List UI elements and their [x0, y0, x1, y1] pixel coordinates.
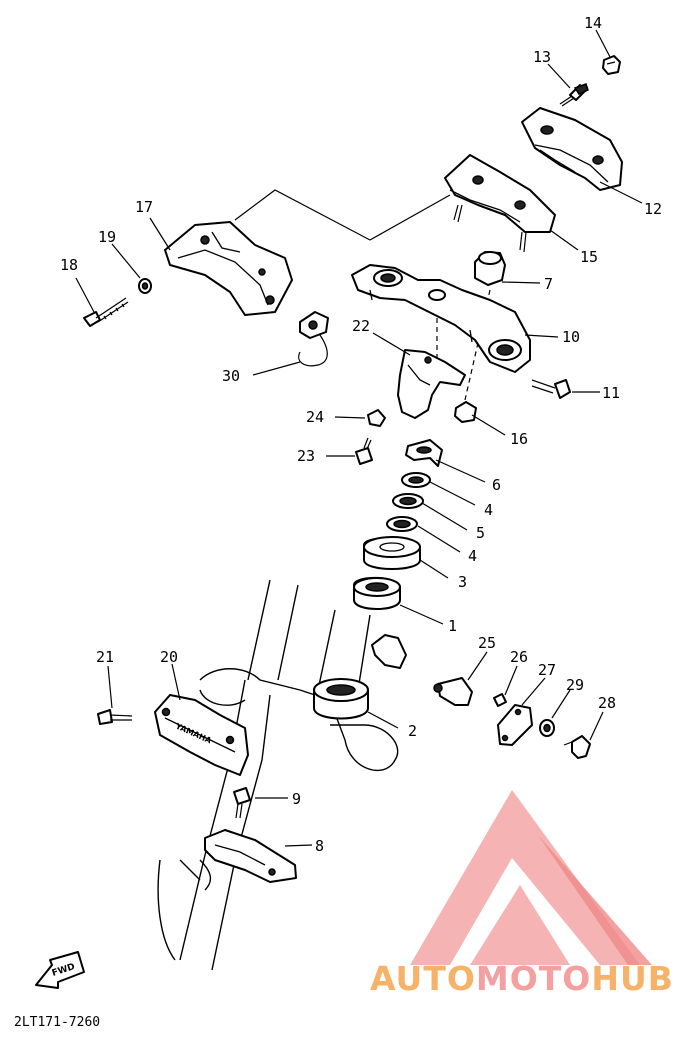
part-21-bolt	[97, 709, 133, 725]
callout-24: 24	[306, 408, 324, 426]
callout-9: 9	[292, 790, 301, 808]
part-11-bolt	[531, 379, 571, 399]
watermark-logo: AUTOMOTOHUB	[370, 790, 674, 998]
part-28-rivet	[563, 735, 591, 759]
callout-18: 18	[60, 256, 78, 274]
part-24-nut	[367, 409, 386, 427]
part-26-spring	[493, 693, 507, 707]
callout-30: 30	[222, 367, 240, 385]
part-25-steering-lock	[371, 634, 473, 706]
callout-7: 7	[544, 275, 553, 293]
callout-10: 10	[562, 328, 580, 346]
part-18-bolt	[83, 297, 129, 327]
callout-17: 17	[135, 198, 153, 216]
part-16-nut	[454, 401, 477, 423]
callout-21: 21	[96, 648, 114, 666]
part-12-handlebar-holder	[521, 107, 623, 191]
callout-13: 13	[533, 48, 551, 66]
part-14-cap-nut	[602, 55, 621, 75]
part-22-lamp-bracket	[397, 349, 466, 419]
part-5-washer	[392, 493, 424, 509]
part-4-ring-nut-lower	[386, 516, 418, 532]
callout-2: 2	[408, 722, 417, 740]
part-3-ball-race-cover	[363, 536, 421, 570]
callout-12: 12	[644, 200, 662, 218]
callout-6: 6	[492, 476, 501, 494]
callout-25: 25	[478, 634, 496, 652]
callout-16: 16	[510, 430, 528, 448]
part-15-handlebar-holder	[444, 154, 556, 253]
part-29-nut	[539, 719, 555, 737]
watermark-text: AUTOMOTOHUB	[370, 959, 674, 998]
callout-4-upper: 4	[484, 501, 493, 519]
part-17-bracket	[164, 221, 293, 316]
callout-22: 22	[352, 317, 370, 335]
watermark-part-auto: AUTO	[370, 959, 476, 998]
callout-27: 27	[538, 661, 556, 679]
callout-labels: 14 13 12 15 7 10 11 16 6 4 5 4 3 1 2 17 …	[60, 14, 662, 855]
part-7-cap-nut	[474, 251, 506, 286]
watermark-part-hub: HUB	[591, 959, 674, 998]
callout-8: 8	[315, 837, 324, 855]
watermark-triangle-inner	[538, 835, 652, 965]
callout-29: 29	[566, 676, 584, 694]
callout-28: 28	[598, 694, 616, 712]
part-23-bolt	[355, 437, 373, 465]
part-30-wire-clip	[298, 311, 329, 367]
callout-15: 15	[580, 248, 598, 266]
callout-20: 20	[160, 648, 178, 666]
part-10-upper-bracket	[351, 264, 531, 373]
callout-11: 11	[602, 384, 620, 402]
part-19-nut	[138, 278, 152, 294]
part-20-lower-bracket: YAMAHA	[154, 694, 249, 776]
part-2-bearing-lower	[313, 678, 369, 720]
part-4-ring-nut-upper	[401, 472, 431, 488]
diagram-code: 2LT171-7260	[14, 1015, 100, 1030]
callout-5: 5	[476, 524, 485, 542]
watermark-part-moto: MOTO	[476, 959, 591, 998]
watermark-triangle	[410, 790, 640, 965]
part-1-bearing	[353, 576, 401, 610]
part-27-cover	[497, 704, 533, 746]
part-6-lock-washer	[405, 439, 443, 467]
leader-lines	[75, 29, 643, 847]
part-13-bolt	[559, 83, 589, 107]
callout-4-lower: 4	[468, 547, 477, 565]
callout-14: 14	[584, 14, 602, 32]
fwd-arrow-icon: FWD	[35, 951, 85, 989]
callout-26: 26	[510, 648, 528, 666]
callout-1: 1	[448, 617, 457, 635]
part-9-bolt	[233, 787, 251, 819]
callout-23: 23	[297, 447, 315, 465]
callout-3: 3	[458, 573, 467, 591]
callout-19: 19	[98, 228, 116, 246]
part-8-cable-guide	[204, 829, 297, 883]
frame-outline	[157, 579, 399, 971]
